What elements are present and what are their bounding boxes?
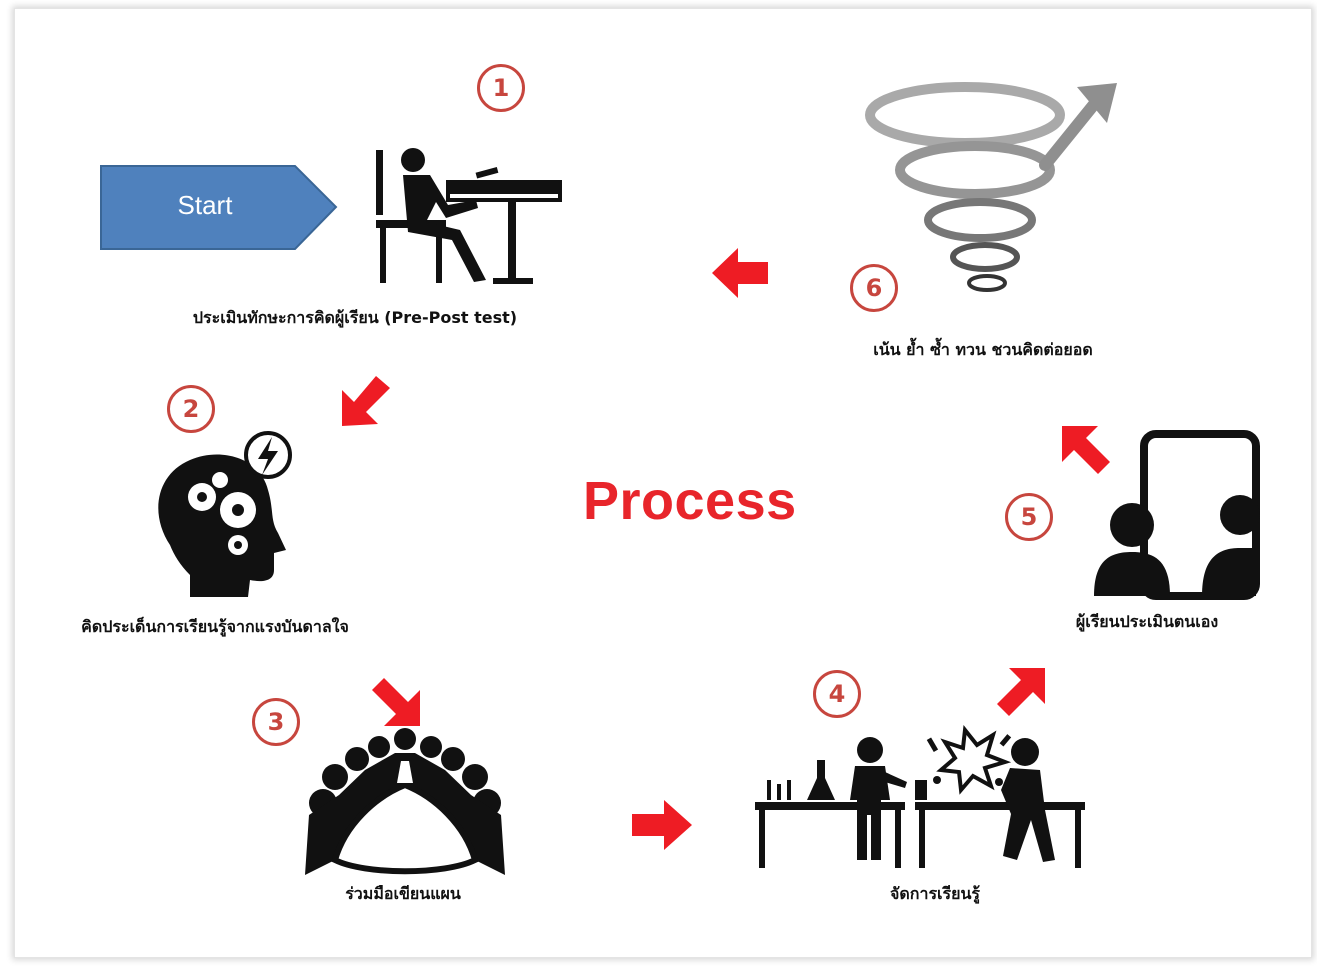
step-1-badge: 1 <box>477 64 525 112</box>
step-1-caption: ประเมินทักษะการคิดผู้เรียน (Pre-Post tes… <box>192 308 518 327</box>
arrow-step1-to-step2 <box>342 376 390 426</box>
step-3-badge: 3 <box>252 698 300 746</box>
meeting-table-icon <box>305 728 505 875</box>
step-5-badge: 5 <box>1005 493 1053 541</box>
center-title: Process <box>583 471 797 531</box>
student-at-desk-icon <box>376 148 562 284</box>
arrow-step4-to-step5 <box>997 668 1045 716</box>
step-5-caption: ผู้เรียนประเมินตนเอง <box>1075 612 1219 631</box>
step-6-badge: 6 <box>850 264 898 312</box>
step-2-caption: คิดประเด็นการเรียนรู้จากแรงบันดาลใจ <box>81 617 349 636</box>
step-6-caption: เน้น ย้ำ ซ้ำ ทวน ชวนคิดต่อยอด <box>873 340 1093 359</box>
arrow-step3-to-step4 <box>632 800 692 850</box>
step-4-badge: 4 <box>813 670 861 718</box>
arrow-step5-to-step6 <box>1062 426 1110 474</box>
lab-experiment-icon <box>755 724 1085 868</box>
arrow-step2-to-step3 <box>372 678 420 726</box>
start-label: Start <box>177 190 233 220</box>
self-assessment-people-icon <box>1094 430 1260 600</box>
spiral-arrow-icon <box>865 82 1117 292</box>
step-4-caption: จัดการเรียนรู้ <box>890 884 980 903</box>
step-2-badge: 2 <box>167 385 215 433</box>
arrow-step6-to-step1 <box>712 248 768 298</box>
step-3-caption: ร่วมมือเขียนแผน <box>345 884 461 903</box>
start-arrow-shape <box>100 165 338 250</box>
head-gears-idea-icon <box>158 431 292 597</box>
